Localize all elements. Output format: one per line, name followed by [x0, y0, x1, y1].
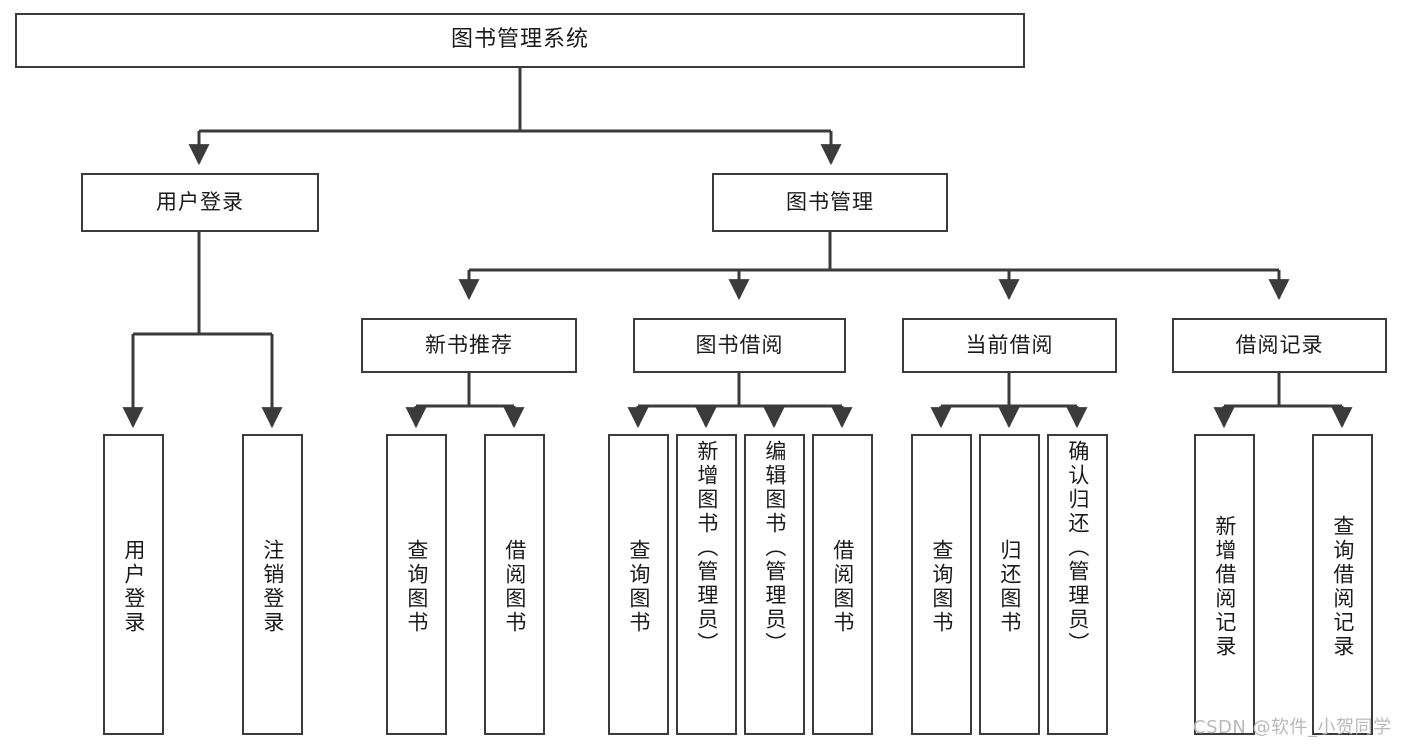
leaf-book-borrow-query[interactable]: 查询图书: [608, 434, 669, 735]
leaf-label: 新增借阅记录: [1212, 514, 1237, 659]
node-new-book-recommend[interactable]: 新书推荐: [361, 318, 577, 373]
leaf-book-borrow-add[interactable]: 新增图书（管理员）: [676, 434, 737, 735]
node-borrow-record[interactable]: 借阅记录: [1172, 318, 1387, 373]
leaf-borrow-record-add[interactable]: 新增借阅记录: [1194, 434, 1255, 735]
leaf-label: 新增图书（管理员）: [694, 440, 719, 656]
leaf-new-book-borrow[interactable]: 借阅图书: [484, 434, 545, 735]
leaf-new-book-query[interactable]: 查询图书: [386, 434, 447, 735]
leaf-book-borrow-edit[interactable]: 编辑图书（管理员）: [744, 434, 805, 735]
leaf-book-borrow-borrow[interactable]: 借阅图书: [812, 434, 873, 735]
leaf-user-login-logout[interactable]: 注销登录: [242, 434, 303, 735]
csdn-watermark: CSDN @软件_小贺同学: [1193, 717, 1392, 738]
leaf-label: 确认归还（管理员）: [1065, 440, 1090, 656]
leaf-current-borrow-confirm-return[interactable]: 确认归还（管理员）: [1047, 434, 1108, 735]
leaf-label: 编辑图书（管理员）: [762, 440, 787, 656]
leaf-current-borrow-return[interactable]: 归还图书: [979, 434, 1040, 735]
leaf-label: 查询图书: [626, 538, 651, 635]
leaf-label: 用户登录: [121, 538, 146, 635]
leaf-label: 注销登录: [260, 538, 285, 635]
node-book-borrow[interactable]: 图书借阅: [633, 318, 846, 373]
node-label: 新书推荐: [425, 332, 513, 357]
leaf-label: 借阅图书: [830, 538, 855, 635]
node-label: 图书管理系统: [450, 27, 589, 53]
node-label: 借阅记录: [1235, 332, 1324, 357]
node-current-borrow[interactable]: 当前借阅: [902, 318, 1117, 373]
leaf-label: 查询图书: [929, 538, 954, 635]
leaf-label: 归还图书: [997, 538, 1022, 635]
leaf-borrow-record-query[interactable]: 查询借阅记录: [1312, 434, 1373, 735]
leaf-label: 查询借阅记录: [1330, 514, 1355, 659]
leaf-user-login-login[interactable]: 用户登录: [103, 434, 164, 735]
node-label: 图书管理: [786, 189, 874, 214]
node-label: 当前借阅: [965, 332, 1054, 357]
node-user-login[interactable]: 用户登录: [81, 173, 319, 232]
node-label: 用户登录: [156, 189, 244, 214]
node-root-system[interactable]: 图书管理系统: [15, 13, 1025, 68]
node-book-management[interactable]: 图书管理: [712, 173, 948, 232]
leaf-label: 借阅图书: [502, 538, 527, 635]
leaf-label: 查询图书: [404, 538, 429, 635]
node-label: 图书借阅: [695, 332, 784, 357]
leaf-current-borrow-query[interactable]: 查询图书: [911, 434, 972, 735]
